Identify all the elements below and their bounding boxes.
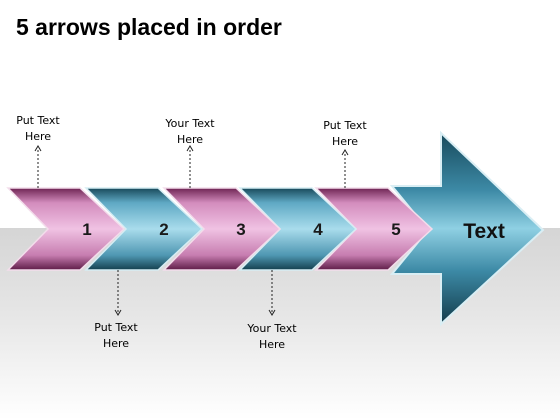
arrowhead-down-icon — [114, 309, 122, 316]
step-number-1: 1 — [82, 220, 91, 239]
callout-bottom-1-line1: Put Text — [94, 321, 138, 334]
chevron-step-3 — [162, 187, 282, 271]
callout-bottom-1-line2: Here — [102, 337, 130, 350]
callout-top-3-line1: Put Text — [323, 119, 367, 132]
callout-top-3: Put Text Here — [305, 118, 385, 150]
step-number-5: 5 — [391, 220, 400, 239]
callout-top-1-line2: Here — [24, 130, 52, 143]
callout-bottom-2: Your Text Here — [232, 321, 312, 353]
callout-top-2-line1: Your Text — [165, 117, 215, 130]
callout-top-1-line1: Put Text — [16, 114, 60, 127]
step-number-3: 3 — [236, 220, 245, 239]
callout-bottom-2-line1: Your Text — [247, 322, 297, 335]
page-title: 5 arrows placed in order — [16, 14, 282, 40]
chevron-step-2 — [84, 187, 204, 271]
callout-top-1: Put Text Here — [0, 113, 78, 145]
big-arrow-text: Text — [463, 220, 505, 243]
step-number-2: 2 — [159, 220, 168, 239]
callout-top-3-line2: Here — [331, 135, 359, 148]
callout-top-2-line2: Here — [176, 133, 204, 146]
arrowhead-up-icon — [341, 149, 349, 156]
arrowhead-up-icon — [34, 145, 42, 152]
step-number-4: 4 — [313, 220, 323, 239]
arrowhead-up-icon — [186, 145, 194, 152]
callout-top-2: Your Text Here — [150, 116, 230, 148]
arrowhead-down-icon — [268, 309, 276, 316]
callout-bottom-2-line2: Here — [258, 338, 286, 351]
chevron-step-1 — [6, 187, 126, 271]
callout-bottom-1: Put Text Here — [76, 320, 156, 352]
